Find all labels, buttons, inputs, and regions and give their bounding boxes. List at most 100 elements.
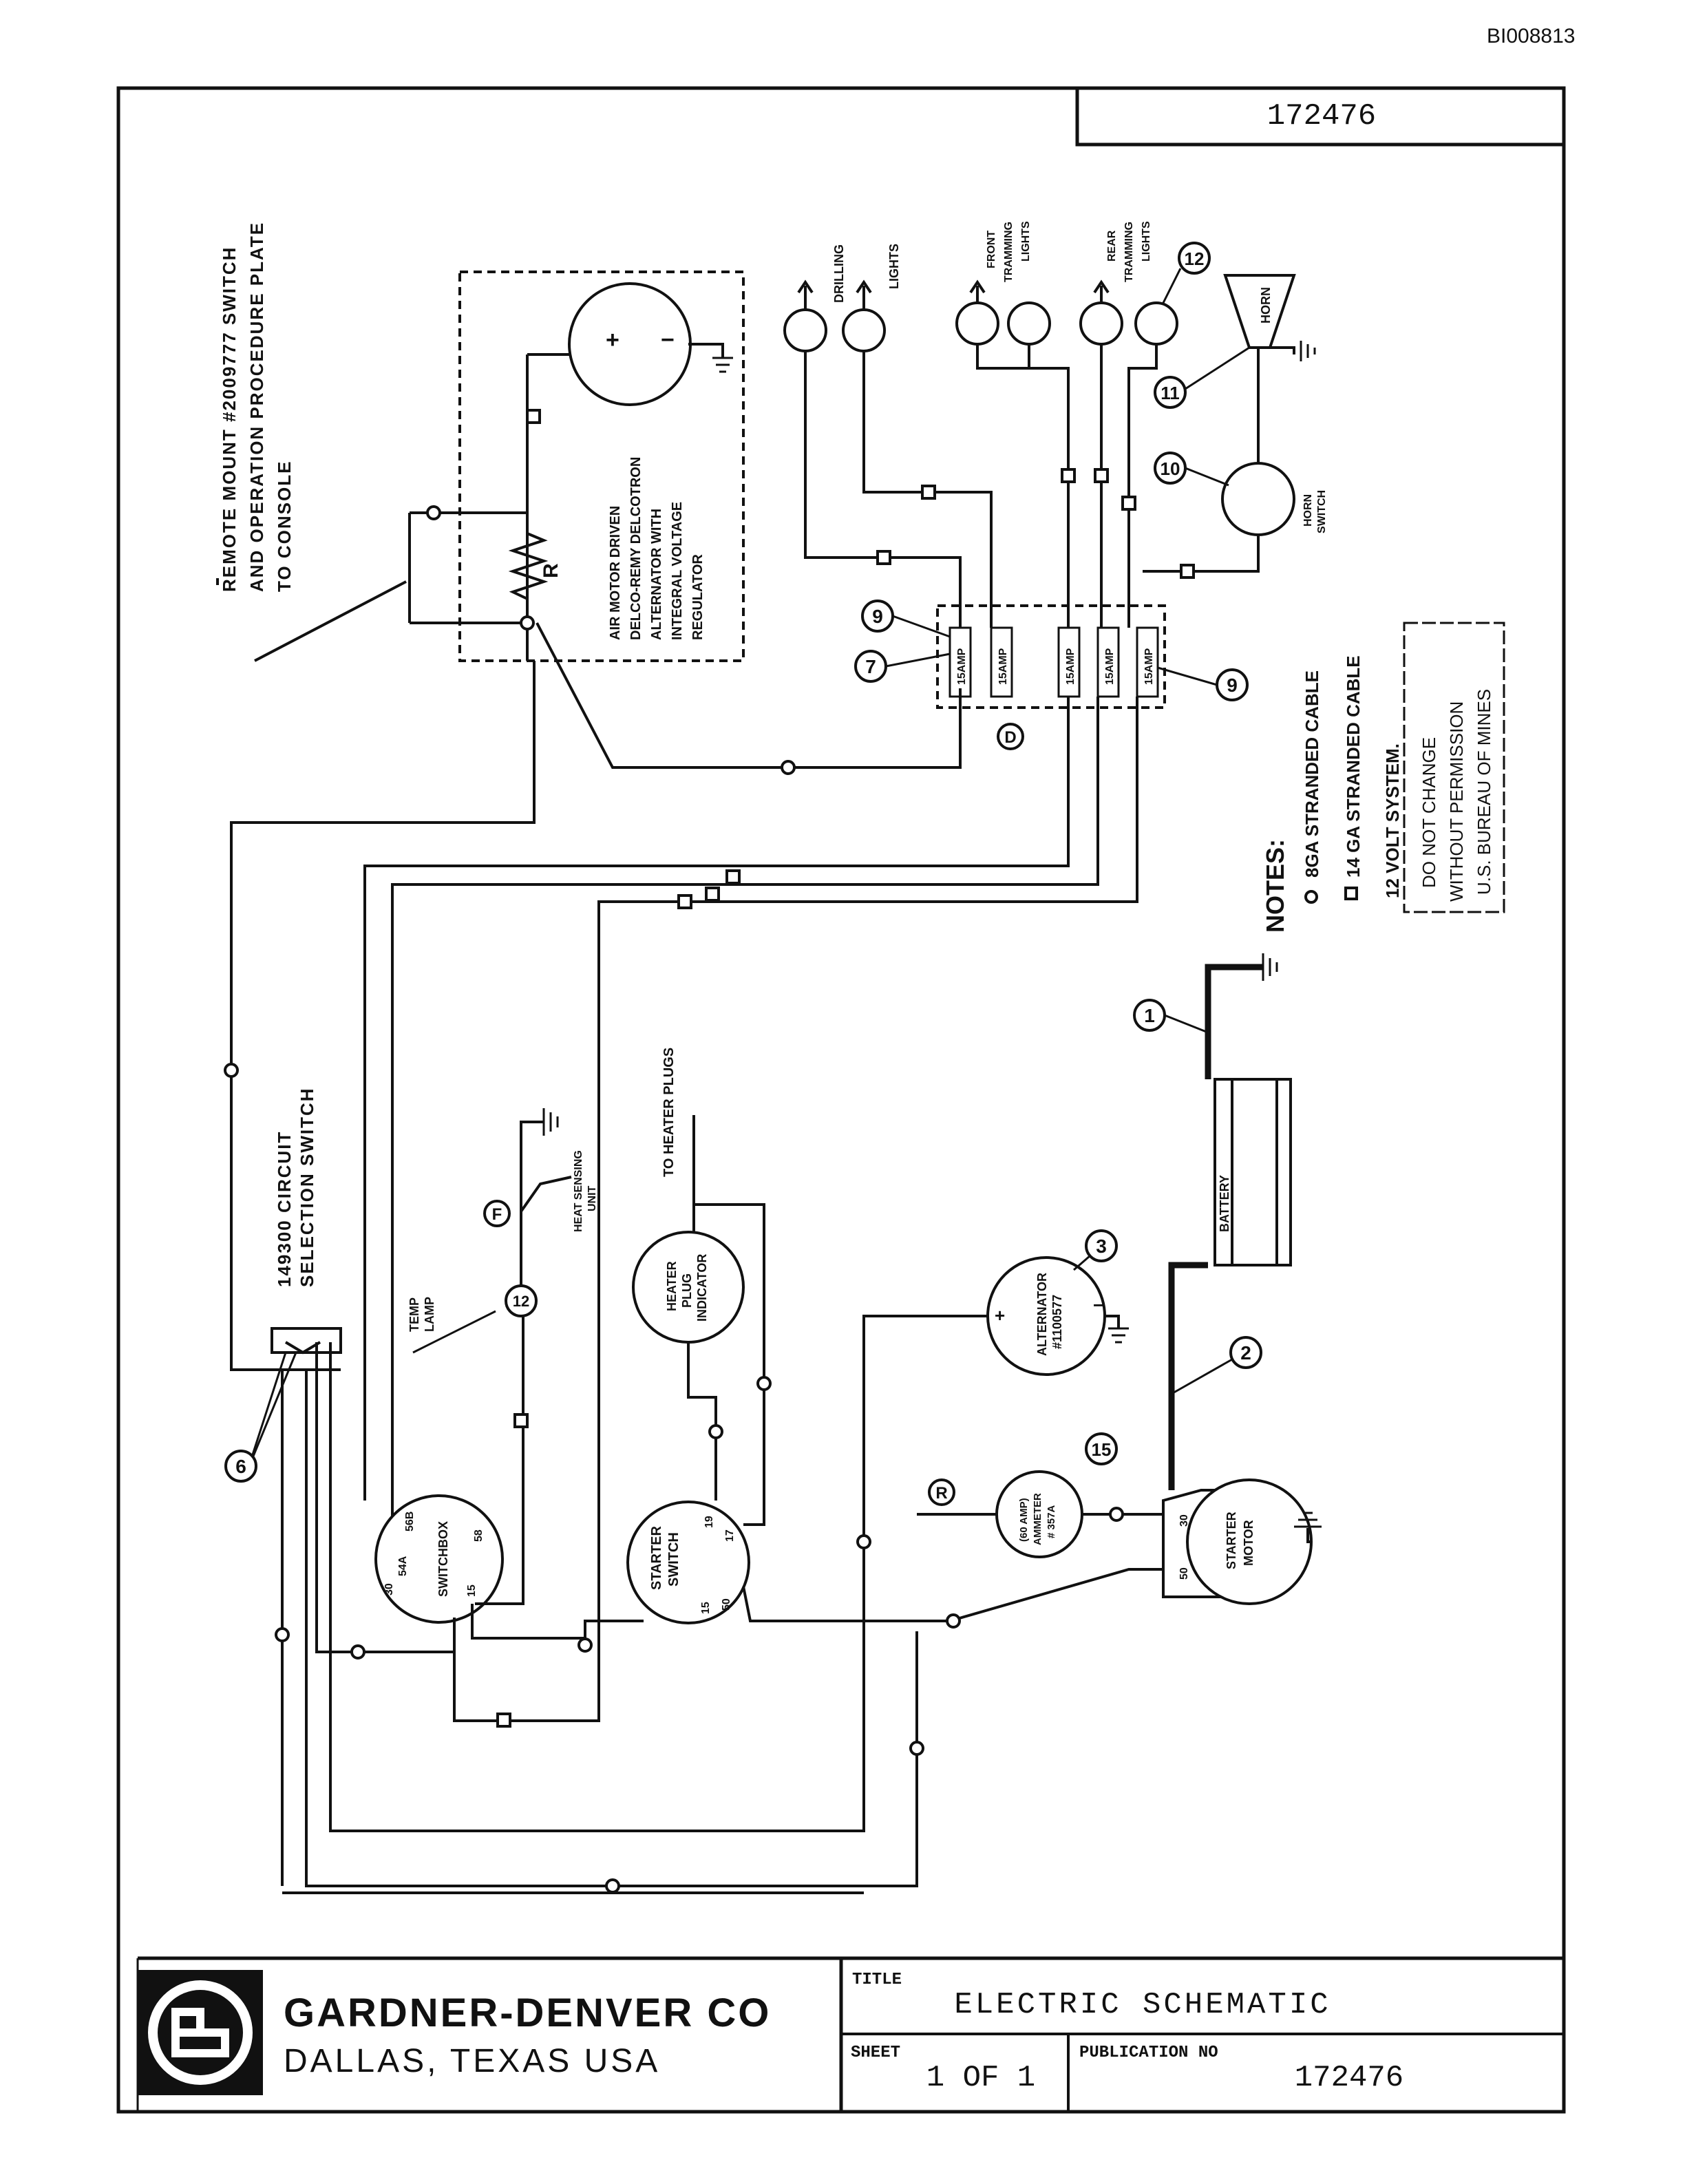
cable-marker-8ga	[577, 1637, 593, 1653]
heater-indicator-label: INDICATOR	[695, 1254, 709, 1322]
cable-marker-8ga	[856, 1534, 871, 1549]
gardner-denver-logo	[138, 1970, 263, 2095]
alternator-desc: ALTERNATOR WITH	[649, 509, 664, 640]
drilling-light-lamp	[783, 308, 827, 352]
cable-marker-8ga	[756, 1376, 772, 1391]
starter-motor-label: STARTER	[1225, 1512, 1238, 1569]
rear-label: REAR	[1106, 230, 1118, 262]
drawing-number: 172476	[1267, 99, 1376, 134]
heater-indicator-label: HEATER	[665, 1261, 679, 1311]
starter-switch-t17: 17	[724, 1529, 736, 1542]
callout-11: 11	[1161, 383, 1180, 403]
alternator-desc: INTEGRAL VOLTAGE	[670, 502, 685, 640]
wiring	[216, 271, 1322, 1894]
drawing-title: ELECTRIC SCHEMATIC	[954, 1988, 1331, 2022]
company-name: GARDNER-DENVER CO	[284, 1991, 771, 2035]
fuse-label: 15AMP	[1104, 648, 1116, 685]
note-12v: 12 VOLT SYSTEM.	[1382, 743, 1403, 898]
heat-sensing-label: HEAT SENSING	[573, 1150, 584, 1232]
sheet-label: SHEET	[851, 2044, 900, 2062]
starter-motor-label: MOTOR	[1242, 1520, 1255, 1566]
heat-sensing-label: UNIT	[586, 1185, 598, 1211]
horn-switch	[1221, 462, 1295, 536]
cable-marker-14ga	[677, 894, 692, 909]
alt-plus: +	[606, 327, 619, 353]
heater-indicator-label: PLUG	[680, 1273, 694, 1308]
title-label: TITLE	[852, 1971, 902, 1989]
cable-marker-8ga	[224, 1063, 239, 1078]
switchbox-label: SWITCHBOX	[436, 1521, 450, 1597]
switchbox-t54a: 54A	[397, 1556, 409, 1576]
callout-15: 15	[1092, 1439, 1112, 1460]
title-block: GARDNER-DENVER CO DALLAS, TEXAS USA TITL…	[136, 1956, 1564, 2112]
alternator-desc: REGULATOR	[690, 554, 706, 640]
cable-marker-14ga	[513, 1413, 529, 1428]
cable-marker-8ga	[275, 1627, 290, 1642]
remote-switch-label: TO CONSOLE	[274, 460, 295, 592]
document-id: BI008813	[1487, 25, 1575, 47]
battery-label: BATTERY	[1218, 1175, 1231, 1232]
publication-label: PUBLICATION NO	[1079, 2044, 1218, 2062]
alternator-2-label: ALTERNATOR	[1035, 1273, 1049, 1356]
cable-marker-8ga	[350, 1644, 365, 1660]
fuse-label: 15AMP	[956, 648, 968, 685]
alt2-minus: −	[1093, 1295, 1103, 1315]
cable-marker-14ga	[1121, 496, 1136, 511]
remote-switch-label: REMOTE MOUNT #2009777 SWITCH	[219, 246, 240, 592]
callout-c: D	[1004, 728, 1016, 747]
remote-switch-label: AND OPERATION PROCEDURE PLATE	[246, 222, 267, 592]
front-lights-label: LIGHTS	[1020, 221, 1032, 262]
publication-number: 172476	[1295, 2061, 1403, 2095]
alternator-desc: DELCO-REMY DELCOTRON	[628, 457, 644, 640]
starter-switch-label: STARTER	[649, 1525, 664, 1590]
front-tramming-lamp	[955, 301, 999, 346]
rear-tramming-lamp	[1079, 301, 1123, 346]
starter-switch-t15: 15	[700, 1602, 712, 1614]
temp-lamp-label: LAMP	[423, 1297, 436, 1332]
callout-d: R	[935, 1484, 947, 1503]
cable-marker-14ga	[496, 1713, 511, 1728]
alt2-plus: +	[995, 1305, 1005, 1326]
ammeter-label: (60 AMP)	[1018, 1498, 1030, 1542]
circuit-switch-label: 149300 CIRCUIT	[274, 1131, 295, 1287]
callout-12: 12	[1185, 248, 1205, 269]
alt-minus: −	[661, 327, 675, 353]
switchbox-t30: 30	[383, 1583, 395, 1595]
circuit-switch-label: SELECTION SWITCH	[297, 1087, 317, 1287]
cable-marker-14ga	[705, 887, 720, 902]
note-14ga: 14 GA STRANDED CABLE	[1343, 655, 1364, 878]
cable-marker-8ga	[426, 505, 441, 520]
callout-1: 1	[1144, 1005, 1155, 1026]
lamp-symbols	[783, 279, 1295, 536]
cable-marker-14ga	[876, 550, 891, 565]
drawing-border	[116, 86, 1566, 2114]
starter-switch-label: SWITCH	[666, 1532, 681, 1587]
ammeter-label: AMMETER	[1032, 1493, 1043, 1545]
switchbox-t15: 15	[466, 1584, 478, 1597]
notes: NOTES: 8GA STRANDED CABLE 14 GA STRANDED…	[1261, 622, 1505, 933]
switchbox-t56b: 56B	[404, 1512, 416, 1531]
cable-marker-8ga	[708, 1424, 723, 1439]
ammeter-label: # 357A	[1046, 1505, 1057, 1538]
front-tramming-label: TRAMMING	[1003, 222, 1015, 282]
alternator-desc: AIR MOTOR DRIVEN	[608, 506, 623, 640]
sheet-number: 1 OF 1	[926, 2061, 1035, 2095]
callout-9-lower: 9	[1227, 675, 1238, 696]
switchbox-t58: 58	[473, 1529, 485, 1542]
horn-switch-label: SWITCH	[1316, 490, 1328, 533]
cable-marker-8ga	[605, 1878, 620, 1894]
cable-marker-14ga	[1180, 564, 1195, 579]
stamp-line: U.S. BUREAU OF MINES	[1474, 689, 1494, 895]
cable-marker-14ga	[1061, 468, 1076, 483]
cable-marker-14ga	[921, 485, 936, 500]
cable-marker-14ga	[1094, 468, 1109, 483]
drilling-light-lamp	[842, 308, 886, 352]
rear-lights-label: LIGHTS	[1141, 221, 1152, 262]
alternator-2-label: #1100577	[1050, 1295, 1064, 1349]
callouts: 7 9 9 D 10 11 12 1 2 3 15 6 F R 12	[224, 242, 1262, 1506]
temp-lamp-r: 12	[513, 1293, 529, 1310]
starter-motor-t30: 30	[1178, 1514, 1190, 1527]
starter-switch-t50: 50	[721, 1598, 732, 1611]
stamp-line: DO NOT CHANGE	[1419, 737, 1439, 888]
